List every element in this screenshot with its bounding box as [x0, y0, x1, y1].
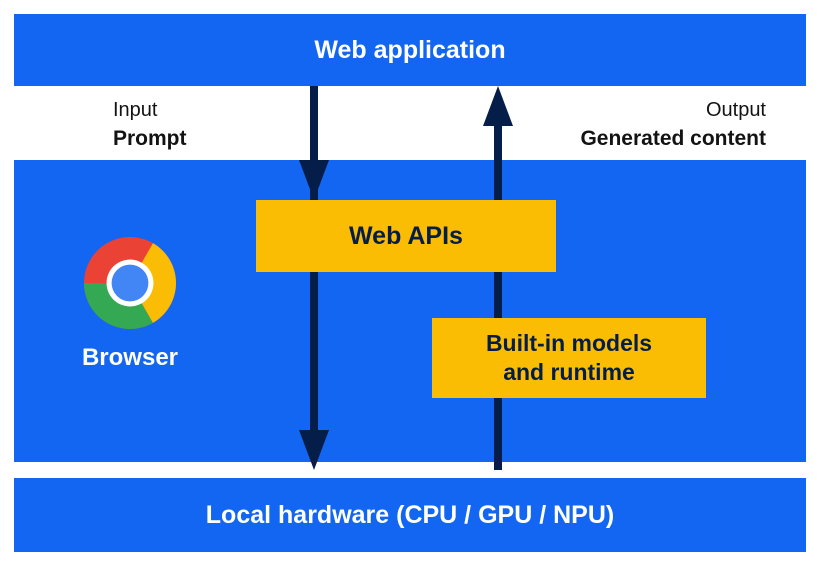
local-hardware-bar: Local hardware (CPU / GPU / NPU): [14, 478, 806, 552]
browser-label: Browser: [81, 344, 179, 371]
up-arrowhead: [483, 86, 513, 126]
output-label-group: Output Generated content: [580, 97, 766, 153]
web-apis-label: Web APIs: [349, 221, 463, 250]
input-title: Input: [113, 99, 158, 121]
builtin-models-label: Built-in models and runtime: [485, 330, 653, 385]
chrome-logo-icon: [84, 237, 176, 329]
web-application-bar: Web application: [14, 14, 806, 86]
builtin-models-box: Built-in models and runtime: [432, 318, 706, 398]
web-application-label: Web application: [314, 35, 506, 64]
input-value: Prompt: [113, 127, 187, 150]
input-label-group: Input Prompt: [113, 97, 187, 153]
output-title: Output: [705, 99, 766, 121]
web-apis-box: Web APIs: [256, 200, 556, 272]
browser-logo-group: Browser: [60, 237, 200, 372]
down-arrowhead-upper: [299, 160, 329, 200]
down-arrowhead-lower: [299, 430, 329, 470]
local-hardware-label: Local hardware (CPU / GPU / NPU): [205, 500, 615, 529]
output-value: Generated content: [580, 127, 766, 150]
up-arrow-stem: [494, 124, 502, 470]
